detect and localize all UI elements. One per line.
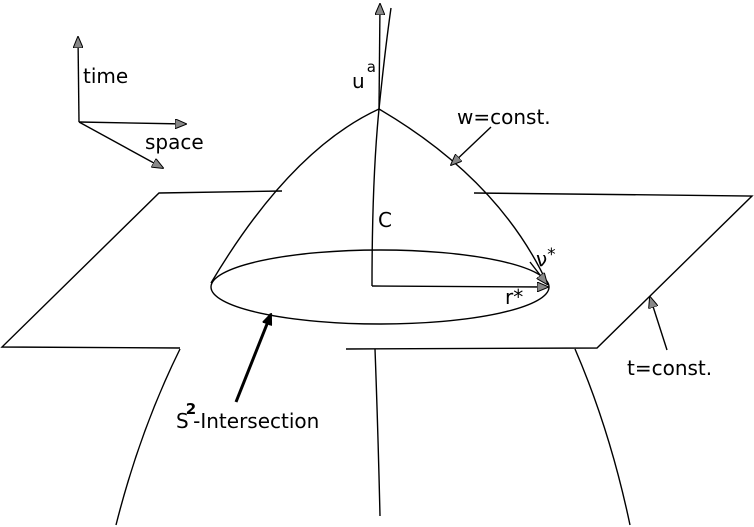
u-vector-arrow xyxy=(379,4,380,110)
s2-intersection-label: S2-Intersection xyxy=(176,400,319,433)
worldline-right xyxy=(574,348,631,526)
space-label: space xyxy=(145,130,204,154)
worldline-center xyxy=(374,348,381,517)
plane-edge-right xyxy=(345,192,754,350)
axes-indicator: time space xyxy=(78,37,204,168)
worldline-left xyxy=(115,348,181,526)
cone-right-edge xyxy=(378,108,549,286)
c-label: C xyxy=(378,208,392,232)
worldlines xyxy=(115,348,631,526)
cone-left-edge xyxy=(210,108,380,284)
r-star-label: r* xyxy=(505,285,523,309)
space-axis-arrow xyxy=(78,122,186,124)
time-axis-arrow xyxy=(78,37,79,123)
space-axis-arrow-2 xyxy=(78,121,163,168)
worldline-c xyxy=(371,7,392,287)
nu-star-arrow xyxy=(529,261,547,284)
w-const-label: w=const. xyxy=(457,105,551,129)
t-const-label: t=const. xyxy=(627,356,712,380)
r-star-arrow xyxy=(371,286,548,287)
w-const-pointer xyxy=(451,126,492,165)
u-label: ua xyxy=(352,58,376,93)
t-const-pointer xyxy=(650,297,668,351)
time-label: time xyxy=(83,64,128,88)
plane-edge-left xyxy=(0,190,283,349)
nu-star-label: ν* xyxy=(536,245,556,271)
t-const-plane xyxy=(0,190,754,350)
observer-worldline xyxy=(371,4,392,287)
s2-intersection-pointer xyxy=(234,314,273,403)
